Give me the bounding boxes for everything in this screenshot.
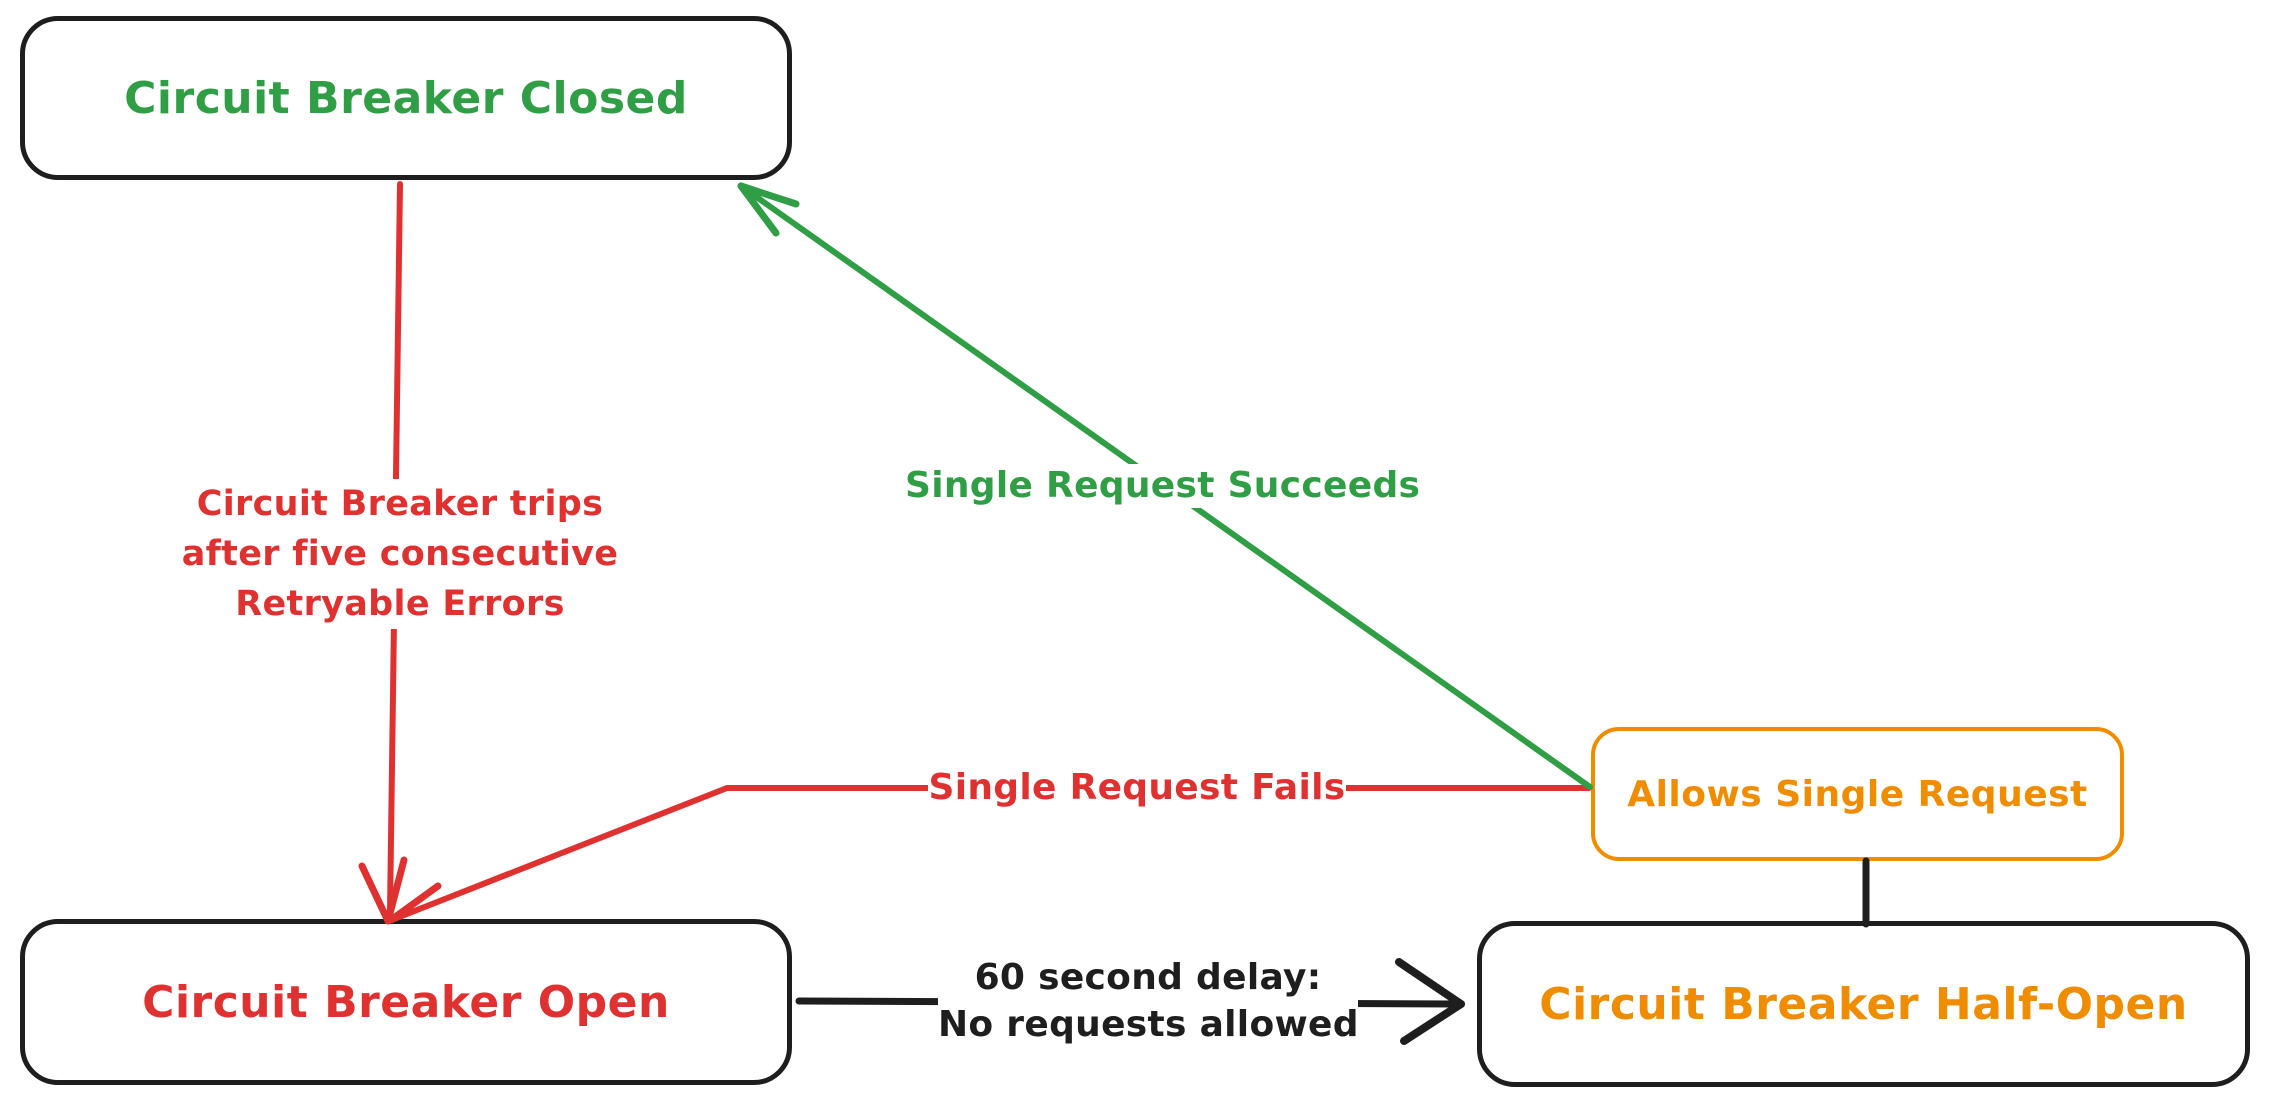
edge-trips-arrowhead-stroke [384,856,408,925]
edge-label-trips-line2: after five consecutive [181,534,619,574]
edge-label-trips: Circuit Breaker trips after five consecu… [172,479,628,629]
edge-label-fails: Single Request Fails [928,766,1346,810]
edge-label-succeeds-text: Single Request Succeeds [905,465,1421,506]
edge-label-trips-line3: Retryable Errors [235,584,565,624]
state-node-label-half-open: Circuit Breaker Half-Open [1539,978,2188,1030]
edge-succeeds-arrowhead-stroke [737,182,780,237]
edge-label-delay: 60 second delay: No requests allowed [938,954,1359,1048]
edge-label-succeeds: Single Request Succeeds [905,464,1421,508]
state-node-label-allows-single-request: Allows Single Request [1627,773,2088,815]
state-node-allows-single-request: Allows Single Request [1591,727,2124,861]
edge-label-trips-line1: Circuit Breaker trips [196,484,604,524]
state-node-label-open: Circuit Breaker Open [142,976,670,1028]
state-node-circuit-breaker-open: Circuit Breaker Open [20,919,792,1085]
state-node-circuit-breaker-half-open: Circuit Breaker Half-Open [1477,921,2250,1087]
edge-label-delay-line1: 60 second delay: [974,957,1322,998]
state-node-label-closed: Circuit Breaker Closed [124,72,688,124]
edge-delay-arrowhead-stroke [1395,958,1465,1008]
edge-label-delay-line2: No requests allowed [938,1004,1359,1045]
state-node-circuit-breaker-closed: Circuit Breaker Closed [20,16,792,180]
edge-trips-arrowhead-stroke [358,862,392,925]
edge-succeeds-arrowhead-stroke [737,182,800,208]
edge-delay-arrowhead-stroke [1400,1000,1465,1045]
edge-label-fails-text: Single Request Fails [928,767,1346,808]
edge-trips-arrowhead-stroke [387,882,442,924]
